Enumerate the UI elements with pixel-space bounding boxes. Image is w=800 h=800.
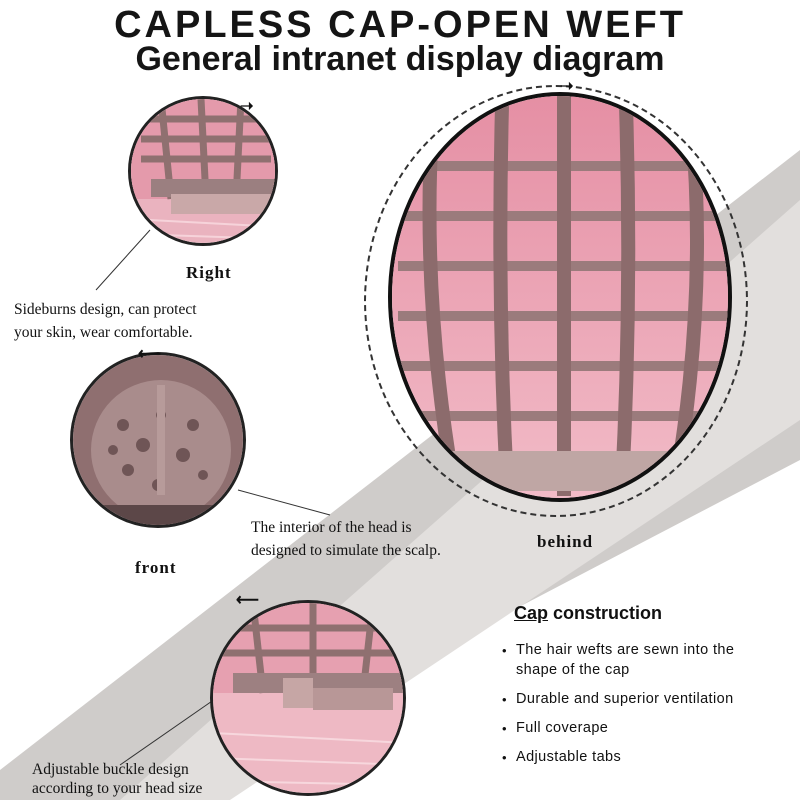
right-view-label: Right bbox=[186, 263, 232, 282]
cap-feature-item: Durable and superior ventilation bbox=[502, 689, 792, 710]
right-rotation-arrow: ➝ bbox=[240, 98, 254, 115]
front-view-photo bbox=[70, 352, 246, 528]
behind-view-label: behind bbox=[537, 532, 594, 551]
cap-feature-item: Full coverape bbox=[502, 718, 792, 739]
front-caption-line-1: The interior of the head is bbox=[251, 519, 412, 536]
front-view-label: front bbox=[135, 558, 177, 577]
page-subtitle: General intranet display diagram bbox=[135, 40, 665, 78]
buckle-view-photo bbox=[210, 600, 406, 796]
front-caption-line-2: designed to simulate the scalp. bbox=[251, 542, 441, 559]
page-title: CAPLESS CAP-OPEN WEFT bbox=[114, 4, 686, 46]
right-caption-line-1: Sideburns design, can protect bbox=[14, 301, 197, 318]
cap-construction-title-rest: construction bbox=[548, 603, 663, 623]
right-caption-line-2: your skin, wear comfortable. bbox=[14, 324, 193, 341]
buckle-caption-line-1: Adjustable buckle design bbox=[32, 761, 189, 778]
buckle-rotation-arrow: ⟵ bbox=[236, 592, 259, 609]
right-view-photo bbox=[128, 96, 278, 246]
buckle-caption: Adjustable buckle design according to yo… bbox=[32, 760, 202, 798]
behind-dashed-ring bbox=[364, 85, 748, 517]
behind-rotation-arrow: ➝ bbox=[560, 78, 574, 95]
cap-feature-item: The hair wefts are sewn into the shape o… bbox=[502, 640, 756, 680]
cap-feature-item: Adjustable tabs bbox=[502, 747, 792, 768]
right-view-caption: Sideburns design, can protect your skin,… bbox=[14, 298, 197, 344]
cap-construction-title-underlined: Cap bbox=[514, 603, 549, 623]
front-view-caption: The interior of the head is designed to … bbox=[251, 516, 441, 562]
buckle-caption-line-2: according to your head size bbox=[32, 780, 203, 797]
cap-construction-list: The hair wefts are sewn into the shape o… bbox=[502, 640, 792, 776]
front-rotation-arrow: ⟵ bbox=[138, 346, 161, 363]
cap-construction-title: Cap construction bbox=[514, 603, 662, 624]
behind-view-photo bbox=[388, 92, 732, 502]
